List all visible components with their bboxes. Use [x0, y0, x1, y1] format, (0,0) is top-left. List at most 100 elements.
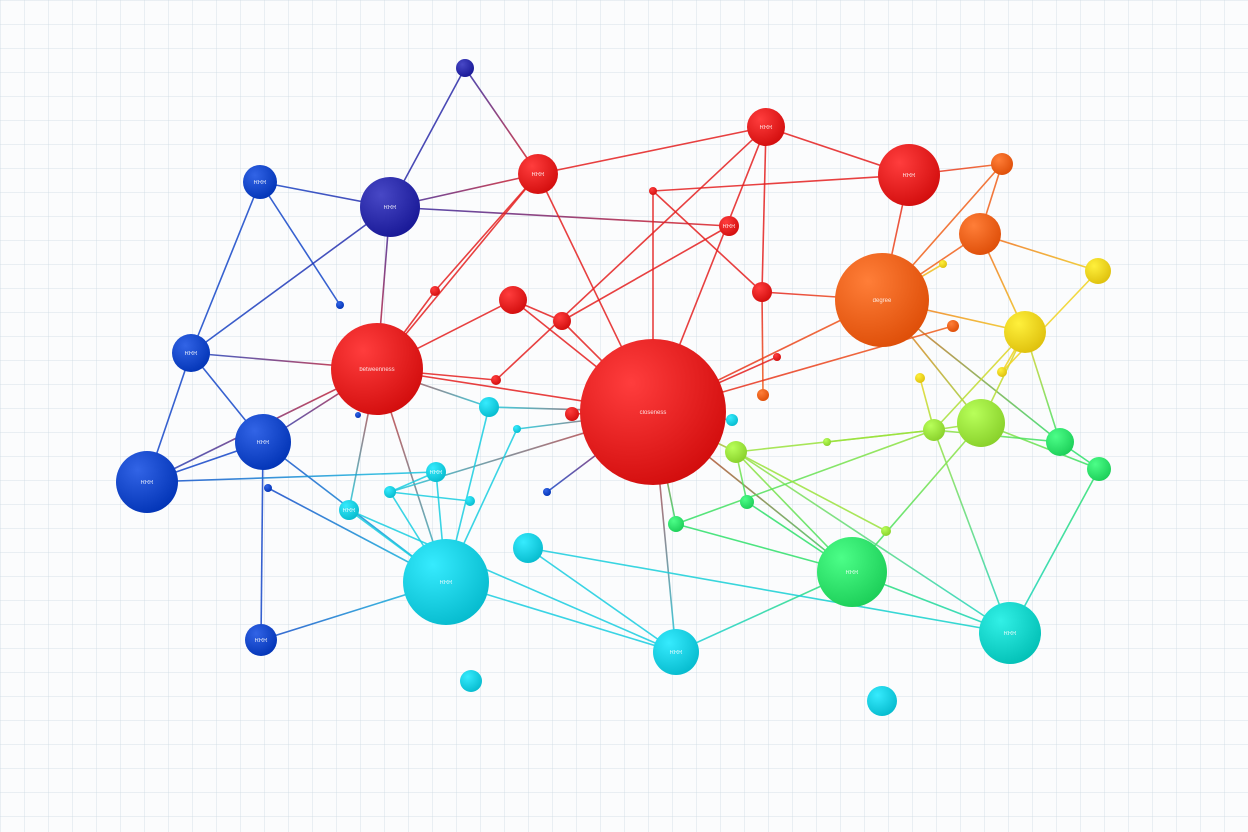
node-circle	[456, 59, 474, 77]
node-circle	[491, 375, 501, 385]
node-label: closeness	[640, 410, 667, 416]
node-n36	[725, 441, 747, 463]
node-n8	[959, 213, 1001, 255]
node-label: RRR	[1004, 631, 1018, 637]
node-n3: RRR	[360, 177, 420, 237]
node-n5: RRR	[747, 108, 785, 146]
node-circle	[835, 253, 929, 347]
node-circle	[773, 353, 781, 361]
node-circle	[430, 286, 440, 296]
node-circle	[726, 414, 738, 426]
node-n7	[991, 153, 1013, 175]
edge-n23-n34	[1009, 468, 1100, 634]
node-n21	[923, 419, 945, 441]
node-circle	[235, 414, 291, 470]
edge-n21-n37	[675, 429, 935, 525]
node-circle	[245, 624, 277, 656]
node-n10	[499, 286, 527, 314]
edge-n25-n28	[146, 471, 437, 483]
node-n55	[773, 353, 781, 361]
node-circle	[499, 286, 527, 314]
node-circle	[264, 484, 272, 492]
edge-n11-n39	[761, 291, 764, 396]
node-n44	[543, 488, 551, 496]
node-label: degree	[873, 298, 892, 304]
node-n15: RRR	[172, 334, 210, 372]
edge-n9-n49	[1001, 270, 1099, 373]
edge-n19-n21	[933, 331, 1026, 431]
node-n32: RRR	[339, 500, 359, 520]
node-n52	[513, 533, 543, 563]
node-circle	[426, 462, 446, 482]
node-circle	[553, 312, 571, 330]
node-n35: RRR	[653, 629, 699, 675]
edge-n3-n13	[389, 206, 730, 227]
node-circle	[878, 144, 940, 206]
node-label: RRR	[384, 205, 398, 211]
node-n46	[465, 496, 475, 506]
node-n58	[867, 686, 897, 716]
node-n1	[456, 59, 474, 77]
node-n4: RRR	[518, 154, 558, 194]
node-label: RRR	[723, 224, 737, 230]
node-circle	[939, 260, 947, 268]
node-circle	[653, 629, 699, 675]
node-circle	[997, 367, 1007, 377]
node-n18: degree	[835, 253, 929, 347]
node-n24: RRR	[235, 414, 291, 470]
node-circle	[881, 526, 891, 536]
node-label: RRR	[903, 173, 917, 179]
node-circle	[959, 213, 1001, 255]
node-label: RRR	[257, 440, 271, 446]
node-n13: RRR	[719, 216, 739, 236]
node-n30: RRR	[245, 624, 277, 656]
node-circle	[923, 419, 945, 441]
node-circle	[957, 399, 1005, 447]
node-label: betweenness	[359, 367, 394, 373]
node-layer: RRR RRR RRR RRR RRR RRR RRR betweenness closenes…	[116, 59, 1111, 716]
edge-n53-n21	[826, 429, 935, 443]
node-n23	[1087, 457, 1111, 481]
node-circle	[384, 486, 396, 498]
node-circle	[817, 537, 887, 607]
node-circle	[947, 320, 959, 332]
node-n48	[881, 526, 891, 536]
edge-n24-n30	[260, 441, 264, 641]
node-circle	[668, 516, 684, 532]
node-circle	[513, 425, 521, 433]
node-n27	[513, 425, 521, 433]
node-circle	[649, 187, 657, 195]
node-circle	[747, 108, 785, 146]
node-circle	[543, 488, 551, 496]
node-n37	[668, 516, 684, 532]
node-circle	[752, 282, 772, 302]
node-label: RRR	[141, 480, 155, 486]
node-circle	[360, 177, 420, 237]
node-circle	[580, 339, 726, 485]
node-n9	[1085, 258, 1111, 284]
node-n38	[740, 495, 754, 509]
edge-n48-n36	[735, 451, 887, 532]
node-label: RRR	[440, 580, 454, 586]
node-n26	[479, 397, 499, 417]
node-circle	[719, 216, 739, 236]
edge-n3-n15	[190, 206, 391, 354]
node-label: RRR	[343, 508, 357, 514]
node-circle	[243, 165, 277, 199]
node-n33: RRR	[817, 537, 887, 607]
node-label: RRR	[532, 172, 546, 178]
node-n49	[997, 367, 1007, 377]
node-n22	[1046, 428, 1074, 456]
node-n19	[1004, 311, 1046, 353]
node-label: RRR	[670, 650, 684, 656]
node-circle	[518, 154, 558, 194]
edge-n6-n14	[652, 174, 910, 192]
node-n45	[264, 484, 272, 492]
node-circle	[116, 451, 178, 513]
node-circle	[757, 389, 769, 401]
edge-n4-n5	[537, 126, 767, 175]
node-circle	[403, 539, 489, 625]
node-circle	[479, 397, 499, 417]
edge-n1-n4	[464, 67, 539, 175]
